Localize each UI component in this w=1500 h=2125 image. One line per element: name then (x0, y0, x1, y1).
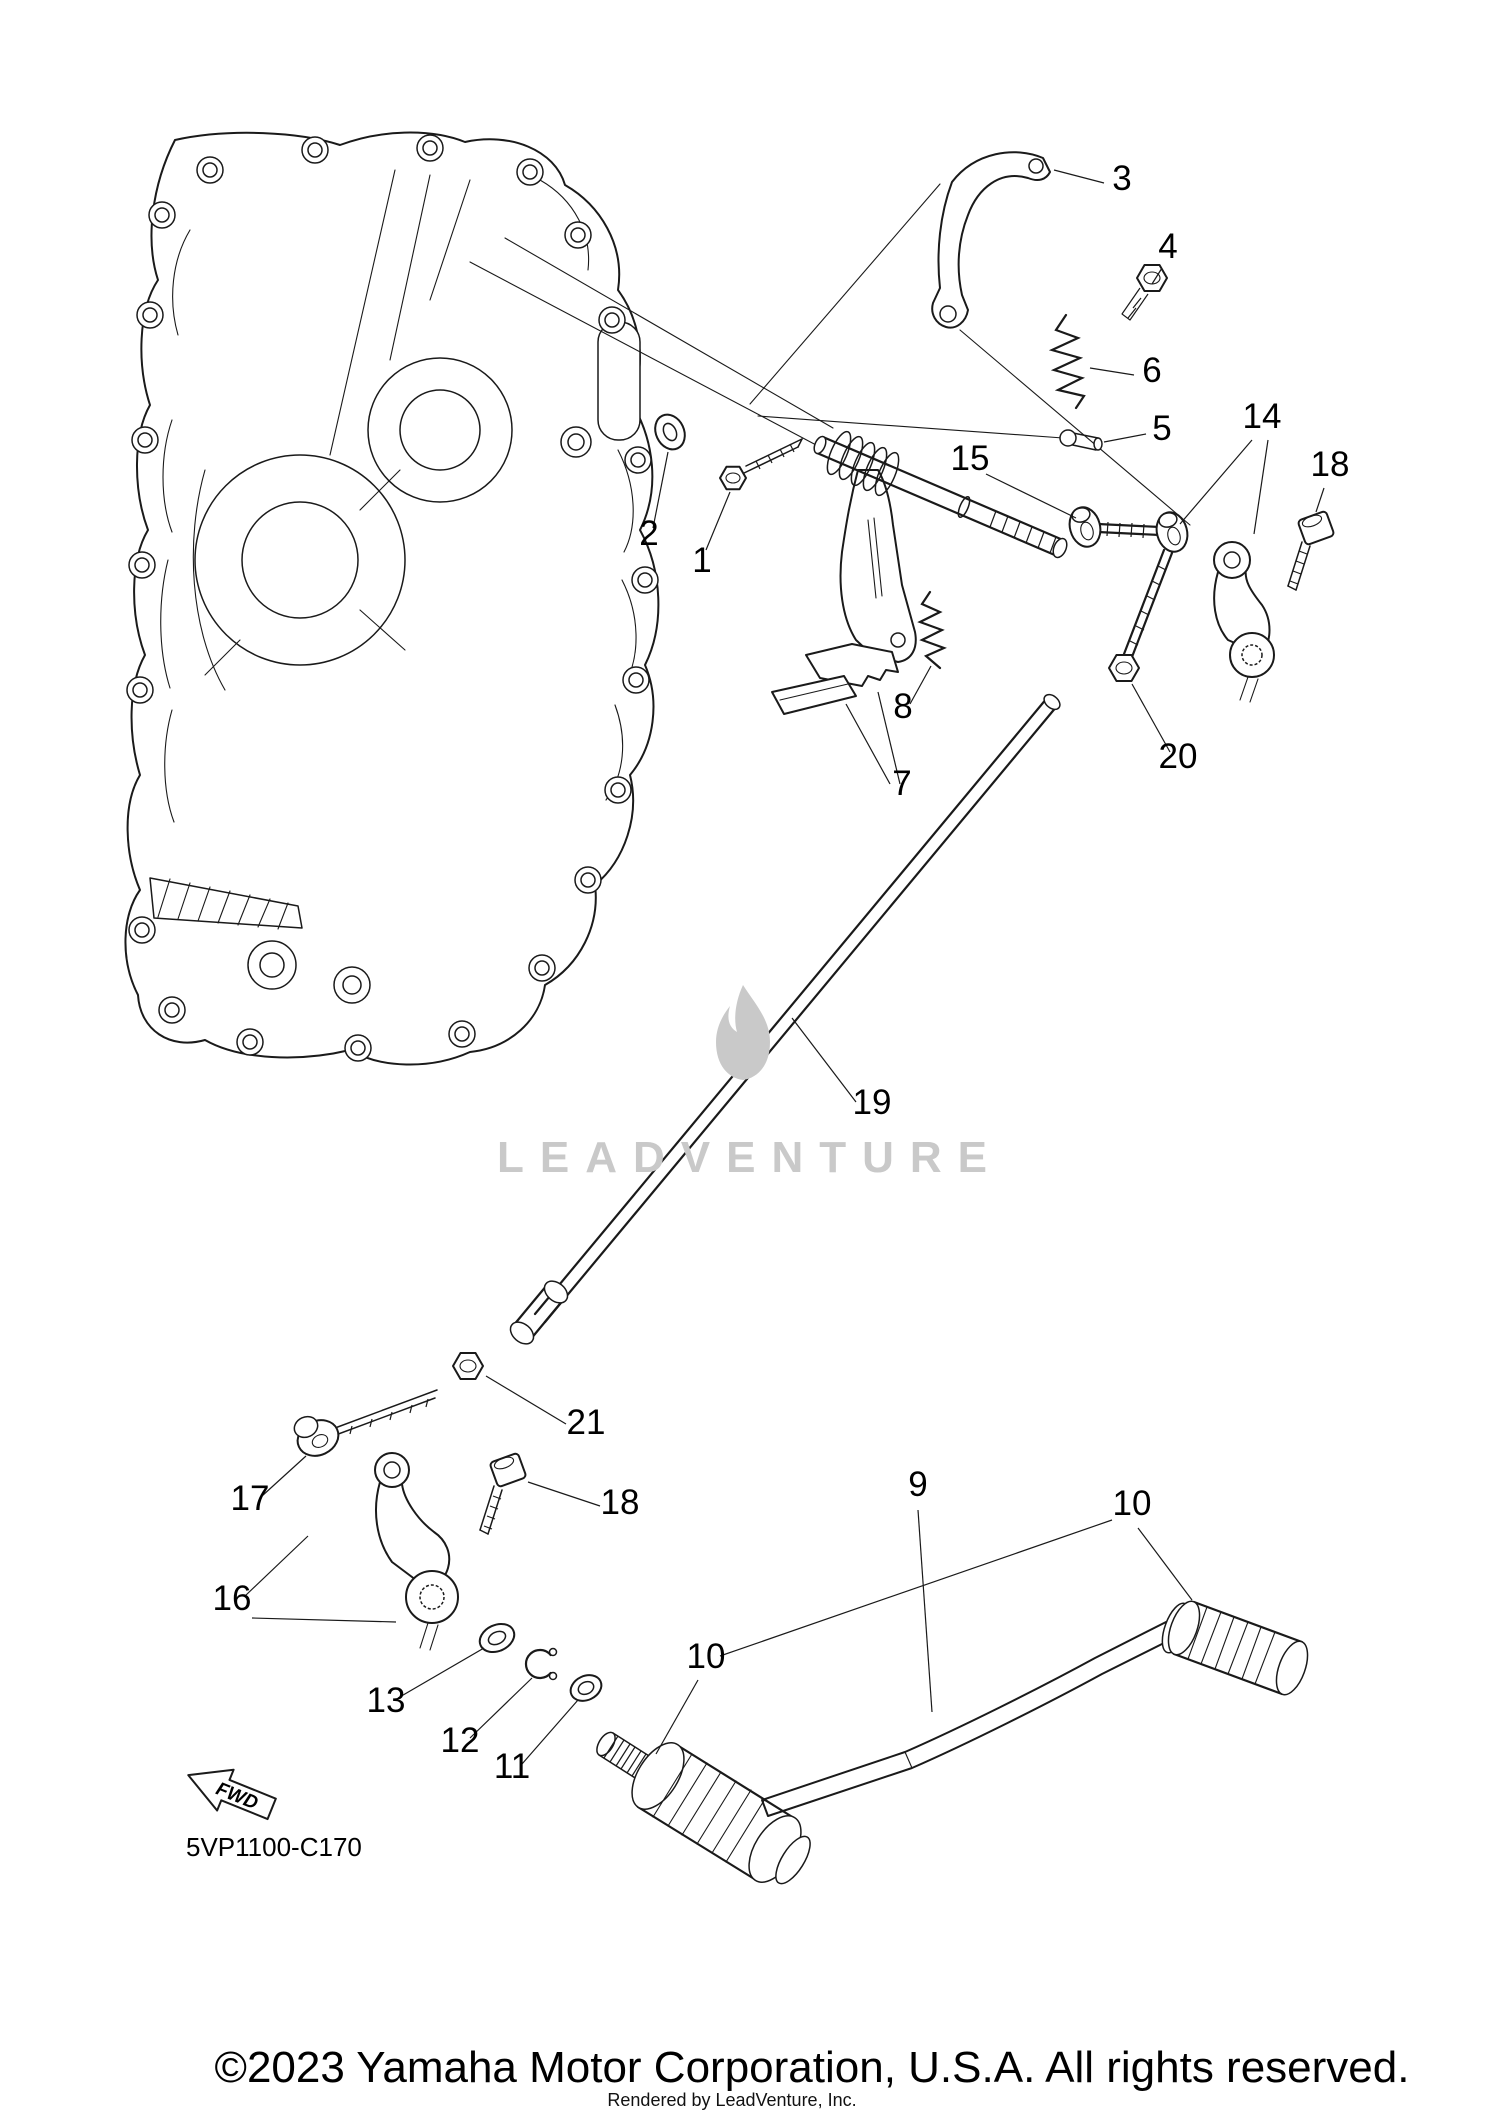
part-16-shift-arm (374, 1452, 459, 1651)
leader-line-7 (877, 691, 901, 785)
rendered-by-text: Rendered by LeadVenture, Inc. (607, 2090, 856, 2110)
callout-20: 20 (1159, 737, 1198, 776)
leader-line-14 (1253, 439, 1269, 535)
callout-6: 6 (1142, 351, 1161, 390)
leader-line-10 (719, 1519, 1113, 1657)
leader-line-12 (469, 1677, 533, 1739)
part-19-shift-rod (509, 693, 1061, 1345)
part-13-collar (478, 1622, 516, 1654)
callout-21: 21 (567, 1403, 606, 1442)
leader-line-6 (1089, 367, 1135, 376)
callout-19: 19 (853, 1083, 892, 1122)
leader-line-10 (1137, 1527, 1193, 1601)
diagram-code: 5VP1100-C170 (186, 1832, 362, 1862)
leader-line-10 (655, 1679, 699, 1755)
leader-line-3 (1053, 169, 1105, 184)
callout-13: 13 (367, 1681, 406, 1720)
callout-1: 1 (692, 541, 711, 580)
callout-10: 10 (1113, 1484, 1152, 1523)
part-20-nut (1108, 654, 1140, 682)
leader-line-1 (705, 491, 731, 551)
leader-line-15 (985, 473, 1077, 519)
callout-12: 12 (441, 1721, 480, 1760)
callout-11: 11 (494, 1747, 530, 1786)
watermark-text: LEADVENTURE (497, 1133, 1003, 1182)
leader-line-11 (521, 1699, 579, 1765)
part-2-washer (654, 413, 686, 451)
part-8-spring (917, 590, 947, 670)
callout-17: 17 (231, 1479, 270, 1518)
leader-line-8 (909, 665, 932, 705)
callout-18: 18 (601, 1483, 640, 1522)
leader-line-4 (1151, 267, 1163, 285)
shift-pedal (596, 1600, 1309, 1885)
leader-line-17 (261, 1455, 307, 1497)
callout-16: 16 (213, 1579, 252, 1618)
leader-line-16 (244, 1535, 309, 1597)
callout-9: 9 (908, 1465, 927, 1504)
callout-14: 14 (1243, 397, 1282, 436)
part-1-bolt (719, 438, 803, 491)
leader-line-16 (251, 1617, 397, 1623)
fwd-arrow: FWD (187, 1768, 277, 1821)
leader-line-2 (652, 451, 669, 529)
part-14-shift-arm (1213, 541, 1275, 703)
crankcase-drawing (124, 131, 660, 1066)
construction-lines (469, 183, 1191, 526)
leader-line-7 (845, 703, 891, 785)
crankcase-hatched-lug (149, 877, 303, 930)
part-18-bolt-lower (479, 1452, 527, 1535)
callout-15: 15 (951, 439, 990, 478)
leader-line-20 (1131, 683, 1171, 753)
callout-5: 5 (1152, 409, 1171, 448)
callout-18: 18 (1311, 445, 1350, 484)
leader-line-21 (485, 1375, 567, 1425)
callout-8: 8 (893, 687, 912, 726)
callout-3: 3 (1112, 159, 1131, 198)
part-7-pawl (771, 643, 899, 715)
part-18-bolt-upper (1287, 510, 1335, 591)
callout-7: 7 (892, 764, 911, 803)
watermark: LEADVENTURE (497, 985, 1003, 1182)
crankcase-bolt-holes (126, 134, 659, 1062)
leadventure-flame-icon (716, 985, 770, 1080)
leader-line-18 (527, 1481, 601, 1507)
part-17-ball-joint (293, 1389, 438, 1457)
leader-line-18 (1315, 487, 1325, 513)
callout-2: 2 (639, 514, 658, 553)
part-15-ball-joints (1068, 506, 1189, 659)
part-5-pin (1059, 429, 1103, 451)
shift-shaft-assembly (813, 430, 1068, 663)
leader-line-19 (791, 1017, 857, 1103)
part-4-bolt (1121, 264, 1168, 321)
leader-line-9 (917, 1509, 933, 1713)
part-12-circlip (524, 1647, 558, 1681)
callout-4: 4 (1158, 227, 1177, 266)
part-11-washer (569, 1674, 603, 1702)
callout-10: 10 (687, 1637, 726, 1676)
leader-line-14 (1179, 439, 1253, 525)
part-21-nut (452, 1352, 484, 1380)
part-6-spring (1048, 313, 1086, 410)
copyright-text: ©2023 Yamaha Motor Corporation, U.S.A. A… (215, 2043, 1410, 2092)
leader-line-13 (397, 1647, 485, 1699)
part-3-shift-guide (931, 151, 1051, 329)
leader-line-5 (1103, 433, 1147, 443)
